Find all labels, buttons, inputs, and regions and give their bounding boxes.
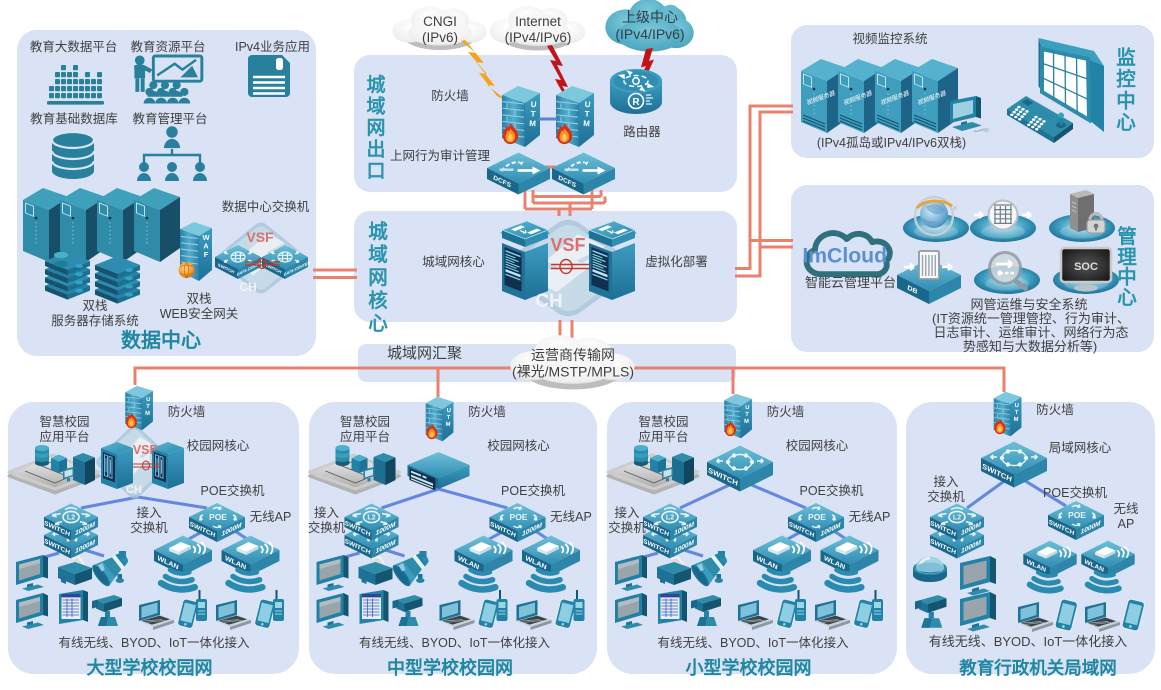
svg-text:交换机: 交换机 <box>130 520 168 535</box>
svg-text:局域网核心: 局域网核心 <box>1049 441 1112 455</box>
svg-text:CH: CH <box>239 280 256 294</box>
svg-text:无线AP: 无线AP <box>550 510 592 524</box>
svg-text:势感知与大数据分析等): 势感知与大数据分析等) <box>963 339 1097 354</box>
svg-text:智慧校园: 智慧校园 <box>638 414 688 429</box>
svg-text:无线AP: 无线AP <box>849 510 891 524</box>
svg-text:教育基础数据库: 教育基础数据库 <box>30 111 118 126</box>
svg-text:Internet(IPv4/IPv6): Internet(IPv4/IPv6) <box>505 14 572 45</box>
svg-text:服务器存储系统: 服务器存储系统 <box>51 313 139 328</box>
svg-text:有线无线、BYOD、IoT一体化接入: 有线无线、BYOD、IoT一体化接入 <box>658 635 849 650</box>
svg-text:UTM: UTM <box>529 100 537 128</box>
svg-text:有线无线、BYOD、IoT一体化接入: 有线无线、BYOD、IoT一体化接入 <box>59 635 250 650</box>
svg-text:教育资源平台: 教育资源平台 <box>130 39 205 54</box>
svg-text:POE交换机: POE交换机 <box>800 483 864 498</box>
svg-text:网管运维与安全系统: 网管运维与安全系统 <box>970 297 1087 312</box>
svg-text:教育行政机关局域网: 教育行政机关局域网 <box>958 658 1117 678</box>
svg-text:IPv4业务应用: IPv4业务应用 <box>235 39 310 54</box>
svg-text:智慧校园: 智慧校园 <box>340 414 390 429</box>
svg-text:SOC: SOC <box>1074 261 1098 273</box>
svg-text:(IPv4孤岛或IPv4/IPv6双栈): (IPv4孤岛或IPv4/IPv6双栈) <box>817 135 966 150</box>
svg-text:(IT资源统一管理管控、行为审计、: (IT资源统一管理管控、行为审计、 <box>932 311 1130 326</box>
svg-text:日志审计、运维审计、网络行为态: 日志审计、运维审计、网络行为态 <box>933 325 1128 340</box>
svg-text:有线无线、BYOD、IoT一体化接入: 有线无线、BYOD、IoT一体化接入 <box>929 634 1128 649</box>
svg-text:UTM: UTM <box>744 405 750 425</box>
svg-text:UTM: UTM <box>145 397 151 417</box>
svg-text:UTM: UTM <box>583 100 591 128</box>
svg-text:无线AP: 无线AP <box>250 510 292 524</box>
svg-text:CH: CH <box>126 484 142 496</box>
svg-text:校园网核心: 校园网核心 <box>187 438 250 453</box>
svg-text:上级中心(IPv4/IPv6): 上级中心(IPv4/IPv6) <box>615 9 684 42</box>
svg-text:管理中心: 管理中心 <box>1117 225 1137 309</box>
svg-text:VSF: VSF <box>246 229 274 245</box>
svg-text:校园网核心: 校园网核心 <box>786 438 849 453</box>
svg-text:虚拟化部署: 虚拟化部署 <box>645 254 708 269</box>
svg-text:中型学校校园网: 中型学校校园网 <box>387 657 513 678</box>
svg-text:监控中心: 监控中心 <box>1116 46 1136 134</box>
svg-text:双栈: 双栈 <box>186 291 211 306</box>
svg-text:L2: L2 <box>666 515 674 522</box>
svg-text:城域网汇聚: 城域网汇聚 <box>387 345 462 362</box>
svg-text:CNGI(IPv6): CNGI(IPv6) <box>422 14 458 45</box>
svg-text:智慧校园: 智慧校园 <box>39 414 89 429</box>
svg-text:城域网出口: 城域网出口 <box>366 73 385 182</box>
svg-text:AP: AP <box>1118 517 1135 531</box>
svg-text:POE: POE <box>209 512 227 522</box>
svg-text:POE交换机: POE交换机 <box>501 483 565 498</box>
svg-text:WEB安全网关: WEB安全网关 <box>160 306 238 321</box>
svg-text:数据中心交换机: 数据中心交换机 <box>222 199 310 214</box>
svg-text:上网行为审计管理: 上网行为审计管理 <box>390 148 491 163</box>
svg-text:CH: CH <box>535 291 562 312</box>
svg-text:城域网核心: 城域网核心 <box>368 220 388 335</box>
svg-text:WAF: WAF <box>202 233 210 259</box>
svg-text:L2: L2 <box>953 515 961 522</box>
svg-text:有线无线、BYOD、IoT一体化接入: 有线无线、BYOD、IoT一体化接入 <box>359 635 550 650</box>
svg-text:VSF: VSF <box>550 235 585 255</box>
svg-text:UTM: UTM <box>1013 403 1019 423</box>
svg-text:接入: 接入 <box>136 505 162 520</box>
svg-text:双栈: 双栈 <box>82 298 107 313</box>
svg-text:应用平台: 应用平台 <box>638 429 688 444</box>
svg-text:R: R <box>632 97 640 108</box>
svg-text:教育大数据平台: 教育大数据平台 <box>30 39 118 54</box>
svg-text:POE交换机: POE交换机 <box>201 483 265 498</box>
svg-text:ImCloud: ImCloud <box>802 244 887 267</box>
svg-text:视频监控系统: 视频监控系统 <box>852 31 927 46</box>
svg-text:交换机: 交换机 <box>608 520 646 535</box>
svg-text:DB: DB <box>907 283 918 297</box>
svg-text:POE: POE <box>510 512 528 522</box>
svg-text:UTM: UTM <box>445 408 451 428</box>
svg-text:交换机: 交换机 <box>308 520 346 535</box>
svg-text:POE交换机: POE交换机 <box>1043 485 1107 500</box>
svg-text:接入: 接入 <box>933 474 959 489</box>
svg-text:运营商传输网(裸光/MSTP/MPLS): 运营商传输网(裸光/MSTP/MPLS) <box>512 347 634 380</box>
svg-text:小型学校校园网: 小型学校校园网 <box>686 657 812 678</box>
svg-text:防火墙: 防火墙 <box>168 404 206 419</box>
svg-text:防火墙: 防火墙 <box>431 88 469 103</box>
svg-text:无线: 无线 <box>1113 502 1139 516</box>
svg-text:防火墙: 防火墙 <box>1036 402 1074 417</box>
svg-text:校园网核心: 校园网核心 <box>487 438 550 453</box>
svg-text:接入: 接入 <box>314 505 340 520</box>
svg-text:POE: POE <box>1068 510 1086 520</box>
svg-text:数据中心: 数据中心 <box>121 328 201 352</box>
svg-text:路由器: 路由器 <box>623 124 661 139</box>
svg-text:大型学校校园网: 大型学校校园网 <box>87 657 213 678</box>
svg-text:城域网核心: 城域网核心 <box>422 255 485 269</box>
svg-text:接入: 接入 <box>614 505 640 520</box>
svg-text:应用平台: 应用平台 <box>340 429 390 444</box>
svg-text:教育管理平台: 教育管理平台 <box>132 111 207 126</box>
svg-text:L2: L2 <box>367 515 375 522</box>
svg-text:POE: POE <box>808 512 826 522</box>
svg-text:交换机: 交换机 <box>927 489 965 504</box>
svg-text:防火墙: 防火墙 <box>767 404 805 419</box>
svg-text:智能云管理平台: 智能云管理平台 <box>805 275 896 290</box>
svg-text:VSF: VSF <box>133 443 158 457</box>
svg-text:防火墙: 防火墙 <box>468 404 506 419</box>
svg-text:L2: L2 <box>67 515 75 522</box>
svg-text:应用平台: 应用平台 <box>39 429 89 444</box>
